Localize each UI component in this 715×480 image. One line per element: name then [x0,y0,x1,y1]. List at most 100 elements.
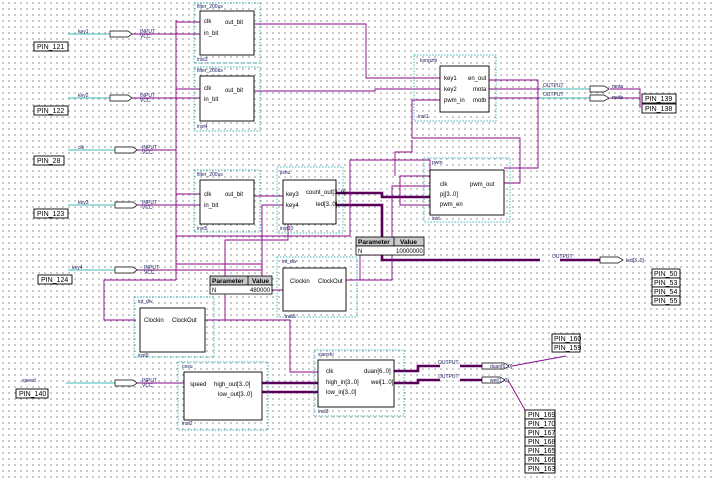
port-wei: wei[1..0] [370,380,394,386]
instance-name: inst [432,216,440,222]
output-kind: OUTPUT [552,254,573,260]
pin-label: PIN_170 [528,421,555,428]
port-low-in: low_in[3..0] [326,390,357,396]
pin-label: PIN_138 [645,106,672,113]
wei-pin-stack: PIN_160 PIN_159 [551,333,581,353]
block-type: xianshi [318,352,334,358]
input-key3: key3 PIN_123 INPUT VCC [33,200,157,219]
pin-label: PIN_50 [654,271,677,278]
instance-name: inst5 [197,226,208,232]
block-jishu[interactable]: jishu key3 key4 count_out[3..0] led[3..0… [276,166,346,234]
block-body [282,267,347,312]
input-port-icon [114,201,138,209]
vcc-label: VCC [142,383,153,389]
block-type: filter_200us [197,172,223,178]
block-filter-1[interactable]: filter_200us clk in_bit out_bit inst3 [193,2,261,64]
parameter-table-2: Parameter Value N 480000 [209,275,273,295]
pin-label: PIN_139 [645,96,672,103]
signal-label: motb [612,95,623,101]
instance-name: inst3 [318,409,329,415]
pin-label: PIN_168 [528,439,555,446]
input-kind: INPUT [142,378,157,384]
pin-label: PIN_28 [37,158,60,165]
block-pwm[interactable]: pwm clk pj[3..0] pwm_en pwm_out inst [423,157,511,223]
param-header-value: Value [400,239,417,246]
pin-label: PIN_167 [528,430,555,437]
instance-name: inst4 [197,124,208,130]
output-led: OUTPUT led[3..0] PIN_50 PIN_53 PIN_54 PI… [552,254,681,306]
output-kind: OUTPUT [438,360,459,366]
duan-pin-stack: PIN_169 PIN_170 PIN_167 PIN_168 PIN_165 … [524,409,556,474]
port-key1: key1 [444,76,457,82]
output-duan: OUTPUT duan[6..0] [438,360,513,370]
input-kind: INPUT [140,93,155,99]
port-key2: key2 [444,87,457,93]
pin-box [651,295,681,306]
param-value: 480000 [250,288,271,294]
port-key3: key3 [286,192,299,198]
block-kongzhi[interactable]: kongzhi key1 key2 pwm_in en_out mota mot… [413,54,497,122]
port-clk: clk [326,369,334,375]
output-motb: OUTPUT motb PIN_138 [543,92,677,114]
port-clockin: Clockin [144,318,164,324]
output-kind: OUTPUT [543,92,564,98]
input-port-icon [109,94,133,102]
output-port-icon [481,376,506,384]
block-filter-3[interactable]: filter_200us clk in_bit out_bit inst5 [193,169,261,233]
input-kind: INPUT [140,29,155,35]
signal-label: duan[6..0] [490,364,513,370]
block-xianshi[interactable]: xianshi clk high_in[3..0] low_in[3..0] d… [313,349,405,417]
instance-name: inst5 [285,314,296,320]
pin-label: PIN_122 [37,108,64,115]
output-port-icon [589,85,610,93]
block-body [317,359,395,408]
instance-name: inst3 [197,57,208,63]
block-int-div-1[interactable]: int_div Clockin ClockOut inst5 [276,256,358,320]
instance-name: inst2 [182,421,193,427]
instance-name: inst10 [280,226,294,232]
port-pj: pj[3..0] [440,192,458,198]
port-clk: clk [440,182,448,188]
port-led: led[3..0] [316,202,338,208]
port-clk: clk [204,86,212,92]
signal-label: key2 [78,93,89,99]
pin-label: PIN_53 [654,280,677,287]
port-pwm-in: pwm_in [444,98,465,104]
block-type: filter_200us [197,68,223,74]
block-type: kongzhi [420,58,437,64]
param-name: N [358,249,362,255]
vcc-label: VCC [140,34,151,40]
input-key1: key1 PIN_121 INPUT VCC [33,29,155,52]
output-kind: OUTPUT [543,83,564,89]
signal-label: clk [78,145,85,151]
parameter-table-1: Parameter Value N 10000000 [355,236,425,256]
port-mota: mota [473,87,487,93]
pin-box [641,103,677,114]
output-port-icon [599,256,624,264]
block-type: filter_200us [197,4,223,10]
block-body [199,10,255,56]
block-int-div-2[interactable]: int_div Clockin ClockOut inst9 [133,296,215,359]
pin-label: PIN_140 [19,391,46,398]
pin-box [524,463,556,474]
input-clk: clk PIN_28 INPUT VCC [33,145,157,166]
vcc-label: VCC [142,205,153,211]
output-kind: OUTPUT [438,374,459,380]
port-clockout: ClockOut [318,279,343,285]
signal-label: key3 [78,200,89,206]
pin-label: PIN_159 [554,345,581,352]
param-value: 10000000 [396,249,423,255]
instance-name: inst1 [418,114,429,120]
port-clockin: Clockin [290,279,310,285]
output-port-icon [589,94,610,102]
block-filter-2[interactable]: filter_200us clk in_bit out_bit inst4 [193,66,261,132]
pin-label: PIN_169 [528,412,555,419]
port-low-out: low_out[3..0] [218,392,252,398]
block-cesu[interactable]: cesu speed high_out[3..0] low_out[3..0] … [177,361,269,431]
port-out-bit: out_bit [225,192,243,198]
port-in-bit: in_bit [204,203,219,209]
block-body [429,169,505,216]
input-key4: key4 PIN_124 INPUT VCC [37,265,159,285]
signal-label: speed [22,378,36,384]
port-count-out: count_out[3..0] [306,190,346,196]
